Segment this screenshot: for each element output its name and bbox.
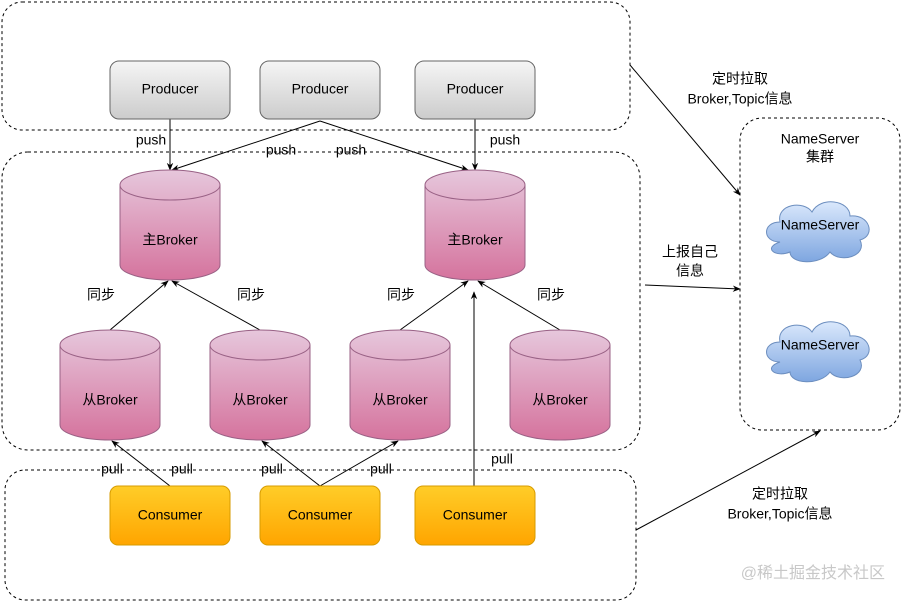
master-broker-label: 主Broker (142, 232, 198, 248)
nameserver-cluster-title: 集群 (806, 149, 834, 165)
producer-group (1, 1, 631, 131)
consumer-group (4, 469, 637, 601)
watermark: @稀土掘金技术社区 (741, 564, 885, 582)
pull-edge (319, 440, 399, 487)
slave-broker-node: 从Broker (59, 329, 161, 441)
producer-fetch-annotation: 定时拉取 (712, 71, 768, 87)
consumer-fetch-annotation: 定时拉取 (752, 486, 808, 502)
nameserver-cluster-title: NameServer (781, 131, 860, 147)
fetch-edge (629, 64, 741, 196)
pull-label: pull (171, 461, 193, 477)
slave-broker-label: 从Broker (532, 392, 588, 408)
producer-node: Producer (109, 60, 231, 120)
report-edge (644, 284, 741, 292)
consumer-node: Consumer (259, 485, 381, 546)
slave-broker-label: 从Broker (232, 392, 288, 408)
consumer-node: Consumer (414, 485, 536, 546)
edges (109, 64, 821, 531)
broker-report-annotation: 上报自己 (662, 244, 718, 260)
pull-label: pull (370, 461, 392, 477)
consumer-label: Consumer (443, 507, 508, 523)
master-broker-node: 主Broker (119, 169, 221, 281)
pull-label: pull (101, 461, 123, 477)
nameserver-label: NameServer (781, 337, 860, 353)
push-label: push (336, 142, 366, 158)
consumer-node: Consumer (109, 485, 231, 546)
pull-edge (111, 440, 171, 487)
sync-label: 同步 (87, 287, 115, 303)
sync-edge (399, 280, 469, 331)
push-label: push (266, 142, 296, 158)
slave-broker-node: 从Broker (509, 329, 611, 441)
producer-label: Producer (292, 81, 349, 97)
nameserver-group (739, 117, 901, 431)
sync-edge (109, 280, 169, 331)
push-label: push (490, 132, 520, 148)
pull-label: pull (261, 461, 283, 477)
sync-edge (477, 280, 561, 331)
broker-group (1, 151, 641, 451)
nameserver-node: NameServer (766, 321, 870, 383)
producer-label: Producer (142, 81, 199, 97)
push-label: push (136, 132, 166, 148)
fetch-edge (635, 430, 821, 531)
slave-broker-label: 从Broker (82, 392, 138, 408)
nameserver-label: NameServer (781, 217, 860, 233)
producer-fetch-annotation: Broker,Topic信息 (687, 91, 792, 107)
sync-edge (171, 280, 261, 331)
producer-label: Producer (447, 81, 504, 97)
slave-broker-label: 从Broker (372, 392, 428, 408)
push-edge (319, 120, 469, 171)
nameserver-node: NameServer (766, 201, 870, 263)
producer-node: Producer (414, 60, 536, 120)
slave-broker-node: 从Broker (349, 329, 451, 441)
pull-label: pull (491, 451, 513, 467)
pull-edge (261, 440, 321, 487)
sync-label: 同步 (387, 287, 415, 303)
master-broker-label: 主Broker (447, 232, 503, 248)
consumer-label: Consumer (138, 507, 203, 523)
consumer-label: Consumer (288, 507, 353, 523)
slave-broker-node: 从Broker (209, 329, 311, 441)
push-edge (171, 120, 321, 171)
sync-label: 同步 (537, 287, 565, 303)
consumer-fetch-annotation: Broker,Topic信息 (727, 506, 832, 522)
producer-node: Producer (259, 60, 381, 120)
master-broker-node: 主Broker (424, 169, 526, 281)
sync-label: 同步 (237, 287, 265, 303)
broker-report-annotation: 信息 (676, 263, 704, 279)
